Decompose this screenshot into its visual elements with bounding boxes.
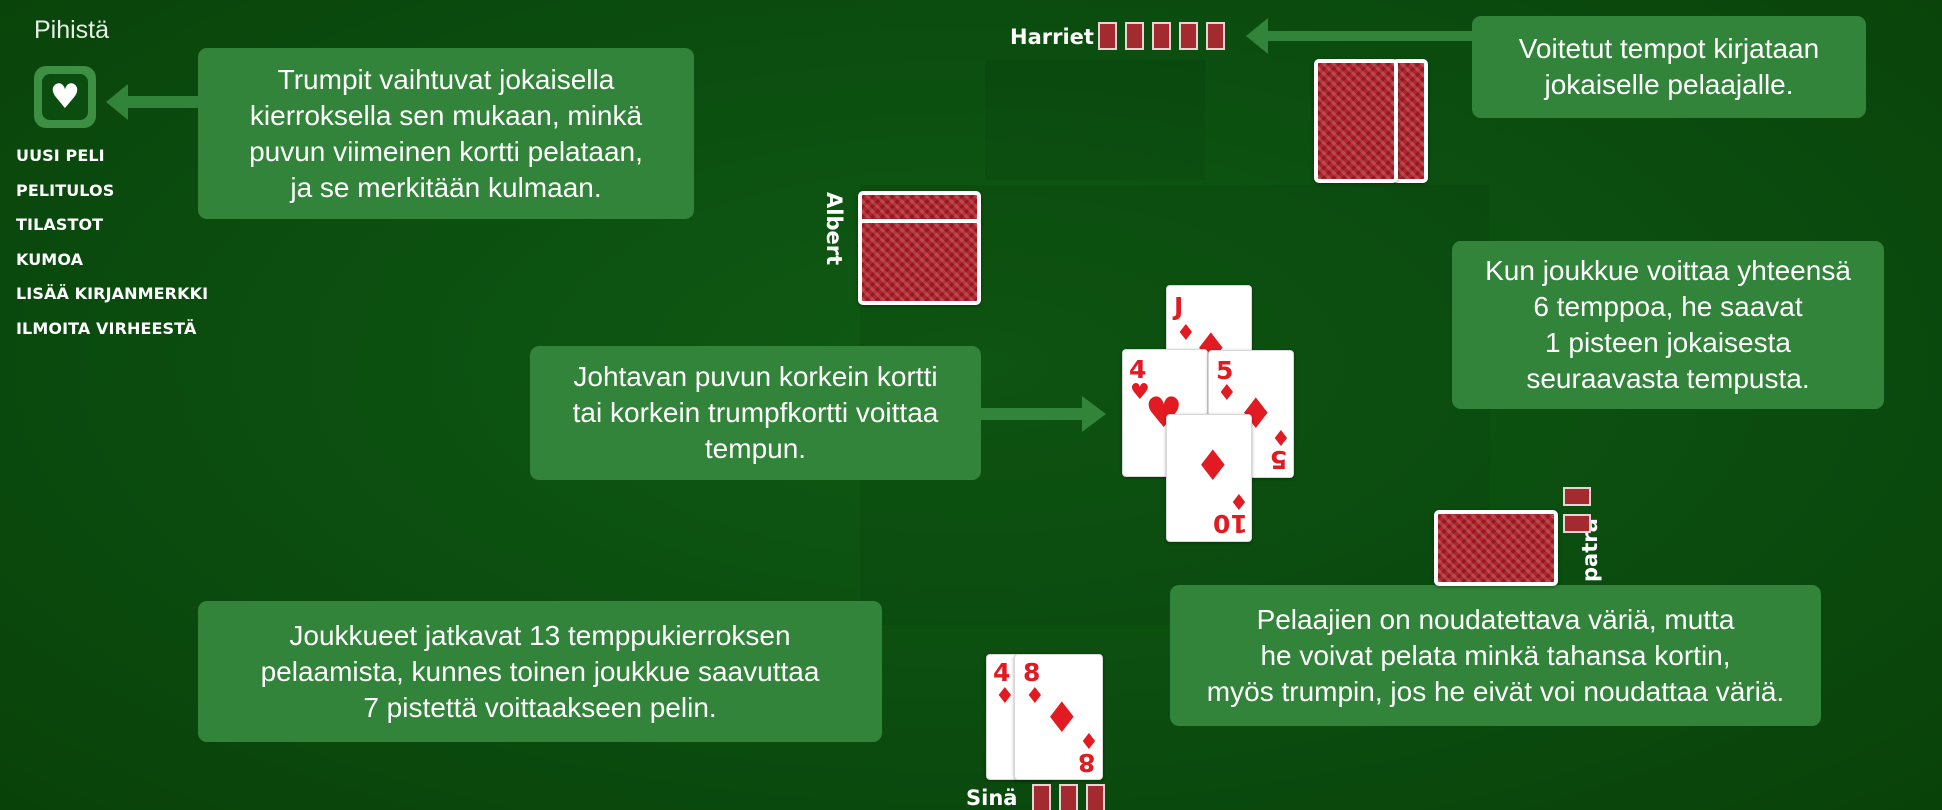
card-rank: 8 bbox=[1023, 658, 1041, 687]
trump-indicator: ♥ bbox=[34, 66, 96, 128]
trick-marker bbox=[1086, 784, 1105, 810]
tip-follow-suit: Pelaajien on noudatettava väriä, mutta h… bbox=[1170, 585, 1821, 726]
trick-marker bbox=[1179, 22, 1198, 50]
diamond-icon: ♦ bbox=[1043, 693, 1081, 742]
card-rank: 10 bbox=[1213, 509, 1248, 538]
tip-rounds: Joukkueet jatkavat 13 temppukierroksen p… bbox=[198, 601, 882, 742]
diamond-icon: ♦ bbox=[1025, 684, 1045, 709]
card-rank: J bbox=[1174, 292, 1184, 321]
menu-report-bug[interactable]: ILMOITA VIRHEESTÄ bbox=[16, 318, 197, 338]
player-name-south: Sinä bbox=[966, 786, 1018, 810]
menu-add-bookmark[interactable]: LISÄÄ KIRJANMERKKI bbox=[16, 284, 209, 303]
card-rank: 8 bbox=[1078, 748, 1096, 777]
menu-new-game[interactable]: UUSI PELI bbox=[16, 146, 105, 165]
tip-text: Joukkueet jatkavat 13 temppukierroksen p… bbox=[260, 619, 820, 723]
tip-text: Voitetut tempot kirjataan jokaiselle pel… bbox=[1518, 33, 1820, 100]
tip-scoring: Kun joukkue voittaa yhteensä 6 temppoa, … bbox=[1452, 241, 1884, 409]
heart-icon: ♥ bbox=[1130, 380, 1150, 405]
player-name-north: Harriet bbox=[1010, 25, 1094, 49]
diamond-icon: ♦ bbox=[995, 684, 1015, 709]
tip-text: Johtavan puvun korkein kortti tai korkei… bbox=[572, 361, 939, 464]
tip-text: Pelaajien on noudatettava väriä, mutta h… bbox=[1206, 603, 1785, 707]
card-back bbox=[1314, 59, 1398, 183]
player-name-west: Albert bbox=[822, 192, 846, 266]
arrow-left-icon bbox=[106, 84, 200, 120]
card-rank: 4 bbox=[993, 658, 1011, 687]
menu-undo[interactable]: KUMOA bbox=[16, 249, 84, 269]
diamond-icon: ♦ bbox=[1271, 424, 1291, 449]
trick-marker bbox=[1206, 22, 1225, 50]
card-rank: 4 bbox=[1129, 355, 1147, 384]
trick-marker bbox=[1098, 22, 1117, 50]
trick-marker bbox=[1563, 487, 1591, 506]
heart-icon: ♥ bbox=[42, 74, 88, 120]
arrow-left-icon bbox=[1246, 18, 1474, 54]
tip-winning-card: Johtavan puvun korkein kortti tai korkei… bbox=[530, 346, 981, 480]
main-menu: UUSI PELI PELITULOS TILASTOT KUMOA LISÄÄ… bbox=[16, 146, 208, 353]
tip-text: Trumpit vaihtuvat jokaisella kierroksell… bbox=[249, 63, 643, 203]
trick-marker bbox=[1059, 784, 1078, 810]
trick-marker bbox=[1032, 784, 1051, 810]
menu-game-score[interactable]: PELITULOS bbox=[16, 180, 115, 200]
diamond-icon: ♦ bbox=[1194, 441, 1232, 490]
trick-marker bbox=[1563, 514, 1591, 533]
card-rank: 5 bbox=[1270, 445, 1288, 474]
tip-text: Kun joukkue voittaa yhteensä 6 temppoa, … bbox=[1485, 255, 1851, 394]
tip-tricks-recorded: Voitetut tempot kirjataan jokaiselle pel… bbox=[1472, 16, 1866, 118]
diamond-icon: ♦ bbox=[1217, 381, 1237, 406]
arrow-right-icon bbox=[978, 396, 1106, 432]
diamond-icon: ♦ bbox=[1176, 321, 1196, 346]
card-rank: 5 bbox=[1216, 356, 1234, 385]
north-zone bbox=[985, 60, 1205, 180]
tip-trump-change: Trumpit vaihtuvat jokaisella kierroksell… bbox=[198, 48, 694, 219]
trick-marker bbox=[1152, 22, 1171, 50]
card-back bbox=[1434, 510, 1558, 586]
app-title: Pihistä bbox=[34, 16, 110, 44]
menu-statistics[interactable]: TILASTOT bbox=[16, 215, 104, 234]
trick-marker bbox=[1125, 22, 1144, 50]
hand-card[interactable]: 8 ♦ ♦ 8 ♦ bbox=[1014, 654, 1103, 780]
card-back bbox=[858, 219, 981, 305]
diamond-icon: ♦ bbox=[1229, 488, 1249, 513]
diamond-icon: ♦ bbox=[1079, 727, 1099, 752]
trick-card-south: ♦ 10 ♦ bbox=[1166, 414, 1252, 542]
